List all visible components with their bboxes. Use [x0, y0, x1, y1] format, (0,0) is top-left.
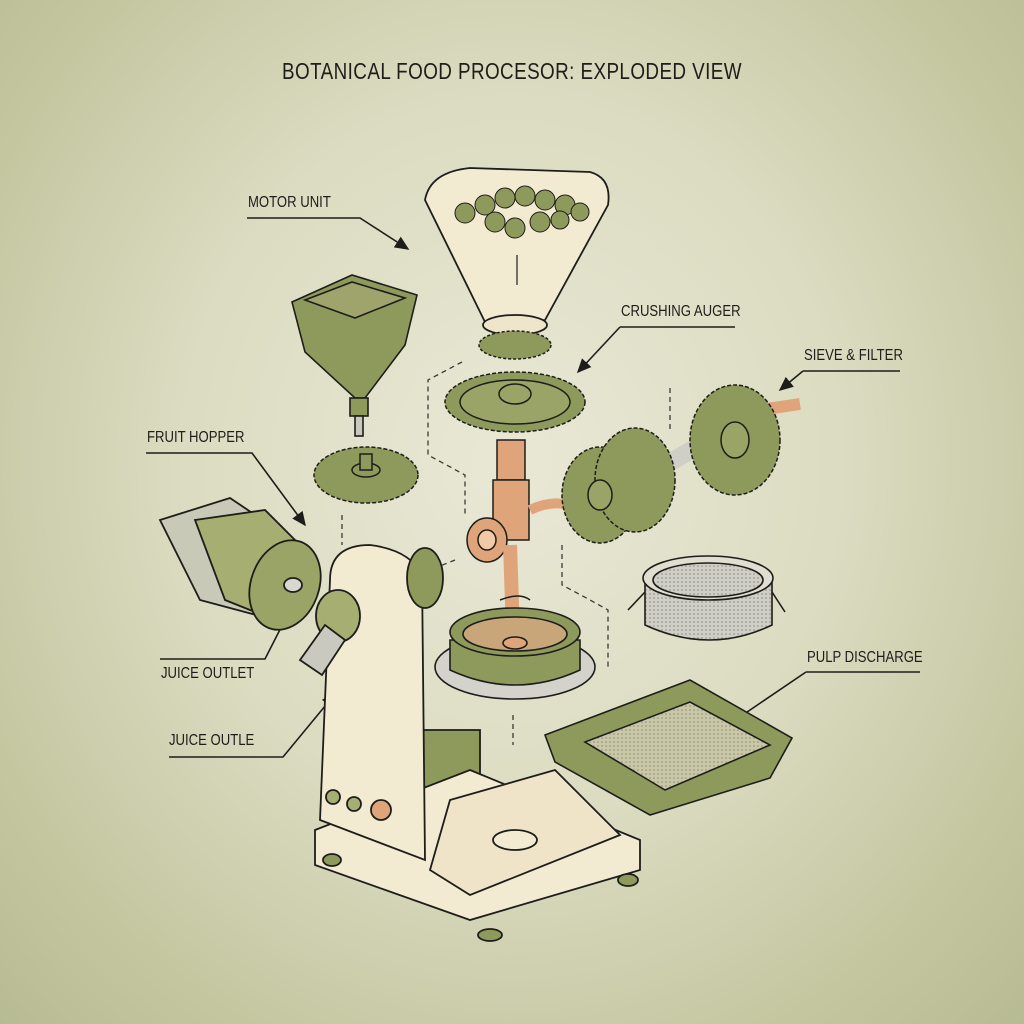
motor-cylinder	[158, 497, 322, 631]
small-hopper	[291, 274, 418, 437]
label-crushing-auger: CRUSHING AUGER	[621, 303, 741, 320]
fruit-funnel	[424, 167, 610, 336]
label-juice-outlet: JUICE OUTLET	[161, 665, 255, 682]
small-gear	[313, 446, 419, 504]
label-sieve-filter: SIEVE & FILTER	[804, 347, 903, 364]
juicing-bowl	[434, 607, 596, 700]
diagram-title: BOTANICAL FOOD PROCESOR: EXPLODED VIEW	[282, 58, 742, 84]
label-fruit-hopper: FRUIT HOPPER	[147, 429, 245, 446]
upper-gear	[444, 330, 586, 433]
pulp-tray	[543, 679, 794, 816]
label-pulp-discharge: PULP DISCHARGE	[807, 649, 923, 666]
gear-shaft	[561, 384, 801, 544]
label-motor-unit: MOTOR UNIT	[248, 194, 331, 211]
main-body	[298, 544, 641, 942]
label-juice-outle: JUICE OUTLE	[169, 732, 255, 749]
sieve-basket	[627, 555, 786, 641]
